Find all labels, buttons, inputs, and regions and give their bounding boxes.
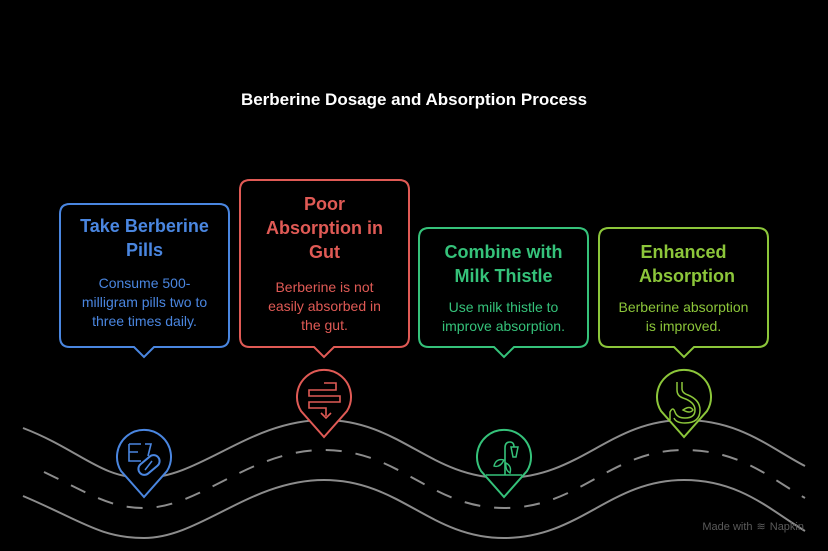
step-heading: Take Berberine Pills xyxy=(80,216,209,260)
diagram-title: Berberine Dosage and Absorption Process xyxy=(240,90,588,109)
made-with-label: Made with xyxy=(702,520,753,533)
step-card-4: Enhanced Absorption Berberine absorption… xyxy=(599,240,768,336)
card-outline-1 xyxy=(59,203,230,359)
step-card-1: Take Berberine Pills Consume 500-milligr… xyxy=(60,214,229,331)
step-description: Use milk thistle to improve absorption. xyxy=(442,299,565,334)
road-bottom-edge xyxy=(22,478,806,540)
step-card-2: Poor Absorption in Gut Berberine is not … xyxy=(240,192,409,335)
pill-bottle-capsule-icon xyxy=(116,428,172,499)
step-description: Consume 500-milligram pills two to three… xyxy=(81,275,208,329)
napkin-logo-icon: ≋ xyxy=(756,521,766,533)
card-outline-2 xyxy=(239,179,410,359)
card-outline-4 xyxy=(598,227,769,359)
intestine-arrow-icon xyxy=(296,368,352,439)
step-heading: Combine with Milk Thistle xyxy=(444,242,563,286)
made-with-footer: Made with ≋ Napkin xyxy=(702,520,804,534)
road-center-line xyxy=(43,448,806,510)
step-heading: Enhanced Absorption xyxy=(639,242,735,286)
milk-thistle-plant-icon xyxy=(476,428,532,499)
step-card-3: Combine with Milk Thistle Use milk thist… xyxy=(419,240,588,336)
step-description: Berberine is not easily absorbed in the … xyxy=(268,279,381,333)
card-outline-3 xyxy=(418,227,589,359)
step-heading: Poor Absorption in Gut xyxy=(266,194,383,262)
step-description: Berberine absorption is improved. xyxy=(618,299,749,334)
stomach-icon xyxy=(656,368,712,439)
brand-label: Napkin xyxy=(769,520,804,533)
